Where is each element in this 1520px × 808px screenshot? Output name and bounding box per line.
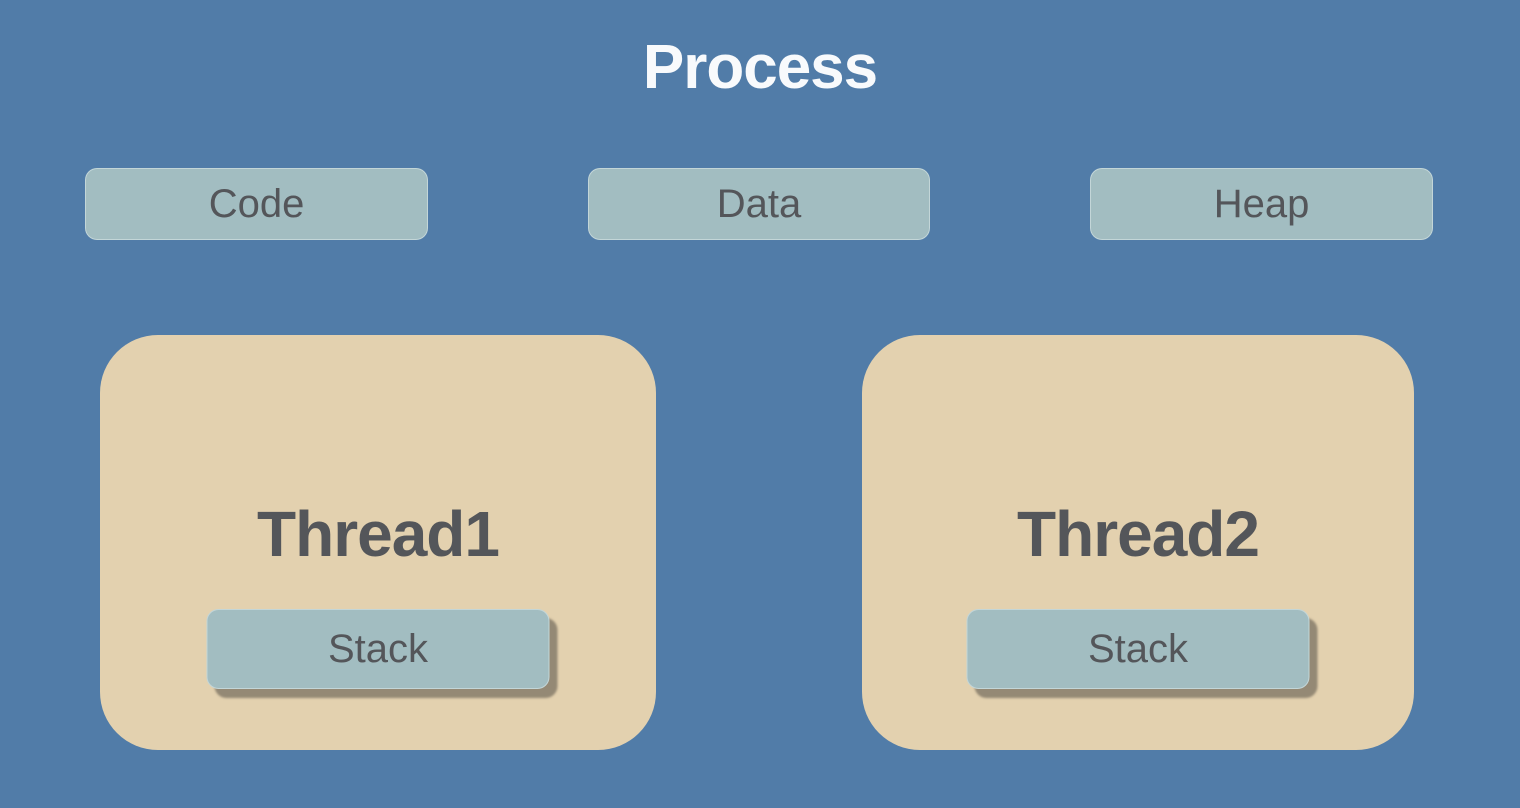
thread1-box: Thread1 Stack	[100, 335, 656, 750]
heap-segment-box: Heap	[1090, 168, 1433, 240]
thread1-label: Thread1	[257, 498, 500, 570]
thread2-box: Thread2 Stack	[862, 335, 1414, 750]
thread2-stack-box: Stack	[966, 609, 1310, 689]
thread2-label: Thread2	[1017, 498, 1260, 570]
data-segment-box: Data	[588, 168, 930, 240]
process-title: Process	[642, 33, 878, 102]
thread1-stack-box: Stack	[206, 609, 550, 689]
code-segment-box: Code	[85, 168, 428, 240]
